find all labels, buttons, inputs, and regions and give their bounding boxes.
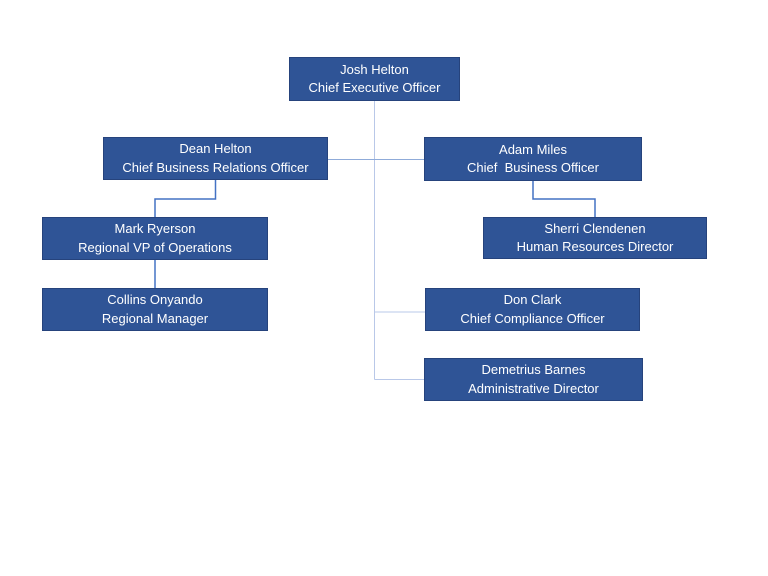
person-name: Mark Ryerson xyxy=(114,221,196,236)
person-title: Chief Compliance Officer xyxy=(460,310,605,326)
person-title: Chief Business Relations Officer xyxy=(122,159,309,175)
person-title: Chief Business Officer xyxy=(467,160,599,175)
person-name: Sherri Clendenen xyxy=(544,220,646,236)
connector-dean-to-mark xyxy=(154,180,217,217)
person-title: Administrative Director xyxy=(468,380,599,396)
person-name: Dean Helton xyxy=(179,141,252,156)
person-name: Adam Miles xyxy=(499,141,567,157)
connector-adam-to-sherri xyxy=(532,181,596,217)
person-name: Collins Onyando xyxy=(107,292,203,307)
person-title: Human Resources Director xyxy=(516,239,674,254)
person-name: Josh Helton xyxy=(340,61,409,77)
person-name: Demetrius Barnes xyxy=(481,362,586,377)
person-title: Chief Executive Officer xyxy=(308,80,441,95)
person-name: Don Clark xyxy=(503,292,562,307)
person-title: Regional VP of Operations xyxy=(78,239,232,255)
person-title: Regional Manager xyxy=(101,310,209,326)
